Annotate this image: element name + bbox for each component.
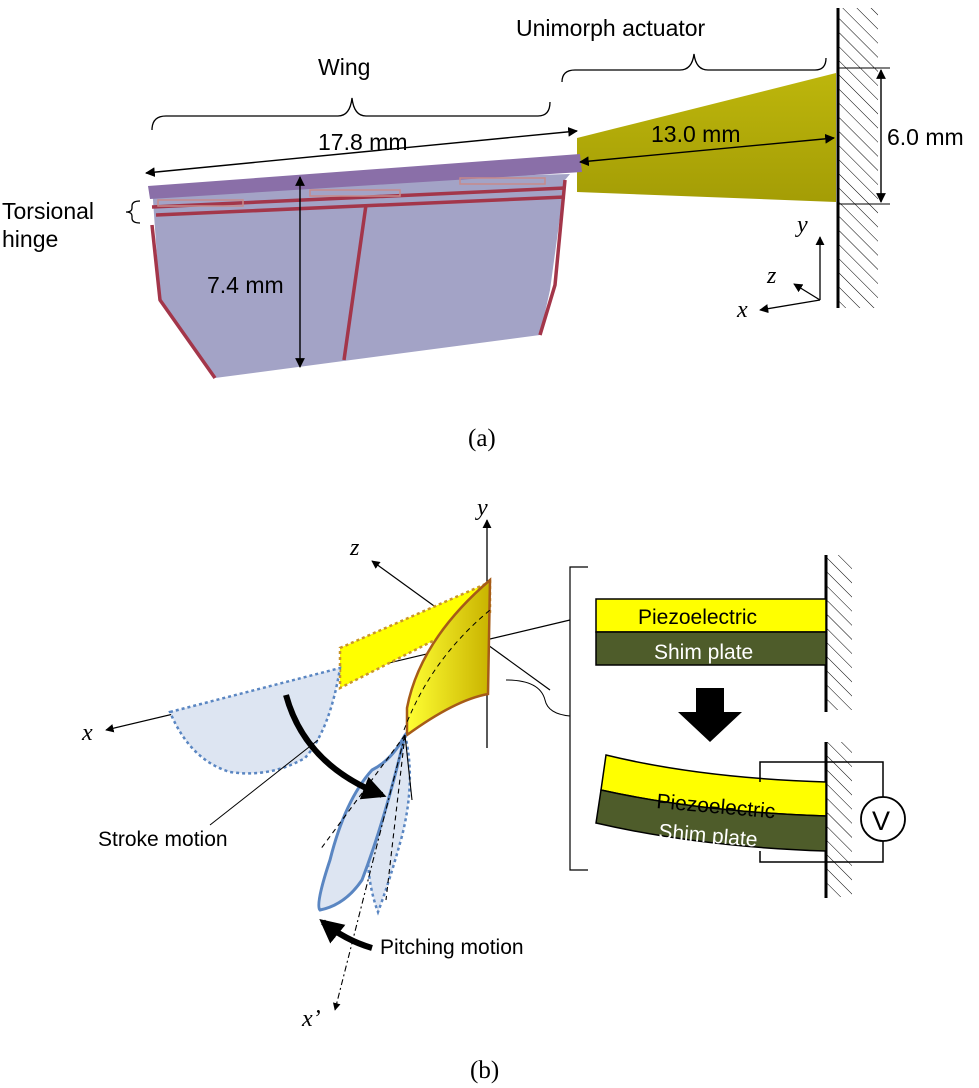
axis-x-a: x — [736, 297, 748, 323]
caption-a: (a) — [468, 425, 496, 452]
axis-x-b: x — [81, 720, 93, 746]
axis-y-a: y — [795, 212, 808, 238]
panel-b: y z x x’ Stroke motion Pitching motion — [81, 495, 906, 1084]
dim-wing-length-line — [145, 126, 578, 178]
dim-actuator-length: 13.0 mm — [651, 121, 740, 147]
detail-connector — [505, 679, 571, 717]
piezo-label-straight: Piezoelectric — [638, 606, 757, 629]
circuit-wire — [759, 761, 884, 863]
voltage-source-circle — [860, 796, 906, 842]
wall-hatch-b1 — [826, 555, 852, 710]
axes-a: y z x — [736, 212, 825, 323]
hinge-label-line2: hinge — [2, 226, 58, 252]
actuator-brace — [561, 53, 827, 83]
dim-wing-length: 17.8 mm — [318, 129, 407, 155]
hinge-slots — [157, 177, 546, 207]
voltage-label: V — [872, 806, 890, 836]
wing-label: Wing — [318, 54, 370, 80]
actuator-label: Unimorph actuator — [516, 15, 706, 41]
transition-arrow — [678, 688, 742, 742]
dim-actuator-length-line — [579, 133, 835, 167]
inset-straight: Piezoelectric Shim plate — [595, 555, 852, 712]
stroke-motion-label: Stroke motion — [98, 828, 228, 851]
hinge-label-line1: Torsional — [2, 198, 94, 224]
wing-frame — [150, 179, 567, 380]
wing-rest-outline — [168, 666, 342, 775]
caption-b: (b) — [470, 1057, 499, 1084]
hinge-brace — [125, 200, 141, 224]
wing-dashed-lines — [319, 734, 413, 1011]
wing-pitched-dotted — [366, 731, 412, 916]
shim-layer-bent — [595, 789, 827, 852]
axis-z-b: z — [349, 535, 360, 561]
detail-bracket — [569, 566, 588, 871]
actuator-bent — [405, 577, 492, 738]
wall-hatch-b2 — [826, 742, 852, 897]
axis-z-a: z — [766, 263, 777, 289]
axis-y-b: y — [475, 495, 488, 521]
dim-wing-height: 7.4 mm — [207, 272, 284, 298]
wing-brace — [151, 97, 551, 131]
panel-a: Wing Unimorph actuator 17.8 mm 13.0 mm — [2, 8, 964, 452]
inset-bent: Piezoelectric Shim plate V — [595, 742, 906, 898]
stroke-leader — [209, 739, 319, 826]
pitching-motion-arrow — [319, 918, 373, 951]
shim-layer-straight — [595, 631, 827, 666]
dim-root-height: 6.0 mm — [887, 124, 964, 150]
pitching-motion-label: Pitching motion — [380, 936, 524, 959]
wall-hatch-a — [838, 8, 878, 308]
wing-membrane — [152, 174, 570, 378]
shim-label-straight: Shim plate — [654, 641, 753, 664]
axis-x-prime-b: x’ — [301, 1006, 321, 1032]
actuator-centerline — [403, 609, 491, 731]
stroke-motion-arrow — [283, 694, 387, 800]
